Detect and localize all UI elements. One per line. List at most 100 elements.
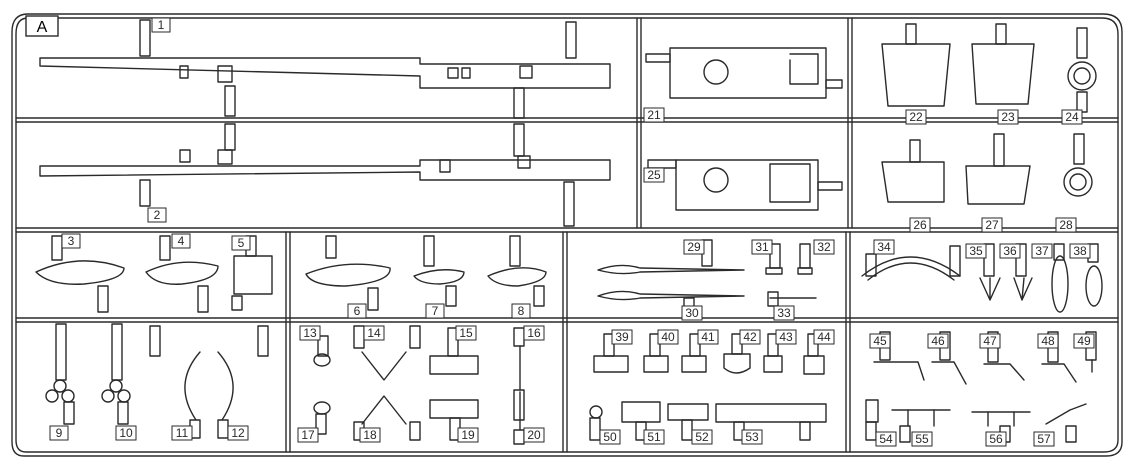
svg-text:33: 33 [777,306,791,320]
part-40-plate [643,333,669,373]
part-27-funnel [965,133,1031,205]
part-28-searchlight [1063,133,1093,197]
part-label: 20 [523,427,545,443]
part-label: 9 [49,425,69,441]
svg-text:2: 2 [154,208,161,222]
svg-text:21: 21 [647,108,661,122]
svg-text:3: 3 [68,234,75,248]
part-32-detail [797,243,813,275]
part-label: 6 [347,303,367,319]
part-label: 52 [691,429,713,445]
part-34-arch [861,245,961,281]
svg-text:16: 16 [527,326,541,340]
part-label: 31 [751,239,773,255]
part-label: 17 [297,427,319,443]
part-53-plate [715,403,827,441]
part-label: 50 [599,429,621,445]
svg-text:39: 39 [615,330,629,344]
part-label: 55 [911,431,933,447]
part-label: 33 [773,305,795,321]
part-label: 45 [869,333,891,349]
part-label: 46 [927,333,949,349]
part-label: 36 [999,243,1021,259]
part-37-wheel [1051,243,1069,313]
part-label: 8 [511,303,531,319]
part-1-hull-side [39,19,611,119]
svg-text:43: 43 [779,330,793,344]
part-label: 1 [151,17,171,33]
part-label: 42 [739,329,761,345]
part-11-arc [149,325,201,439]
svg-text:26: 26 [913,218,927,232]
svg-text:18: 18 [363,428,377,442]
svg-text:35: 35 [969,244,983,258]
part-label: 4 [171,233,191,249]
part-label: 26 [909,217,931,233]
svg-text:54: 54 [879,432,893,446]
part-label: 37 [1031,243,1053,259]
part-20-post [513,391,525,445]
svg-text:4: 4 [178,234,185,248]
part-labels: 1 2 3 4 5 6 7 8 9 10 11 12 13 14 15 16 1… [49,17,1095,447]
part-label: 40 [657,329,679,345]
svg-text:28: 28 [1059,218,1073,232]
part-label: 57 [1033,431,1055,447]
svg-text:46: 46 [931,334,945,348]
part-29-mast [597,239,745,275]
svg-text:51: 51 [647,430,661,444]
svg-text:12: 12 [231,426,245,440]
svg-text:23: 23 [1001,110,1015,124]
part-label: 18 [359,427,381,443]
svg-text:9: 9 [56,426,63,440]
part-label: 15 [455,325,477,341]
svg-text:56: 56 [989,432,1003,446]
part-44-plate [803,333,825,375]
svg-text:17: 17 [301,428,315,442]
part-label: 19 [457,427,479,443]
svg-text:8: 8 [518,304,525,318]
part-30-mast [597,290,745,317]
part-57-rail [1045,403,1087,443]
part-54-post [865,399,879,441]
svg-text:52: 52 [695,430,709,444]
part-25-deck-plate [647,159,843,211]
part-55-rail [891,409,951,443]
part-label: 7 [425,303,445,319]
part-12-arc [217,325,269,439]
svg-text:47: 47 [983,334,997,348]
svg-text:37: 37 [1035,244,1049,258]
part-6-motorboat [305,235,391,311]
svg-text:57: 57 [1037,432,1051,446]
svg-text:29: 29 [687,240,701,254]
part-26-funnel [881,139,945,203]
part-label: 30 [681,305,703,321]
part-label: 38 [1069,243,1091,259]
sheet-label: A [25,15,59,37]
svg-text:45: 45 [873,334,887,348]
part-24-searchlight [1067,27,1097,113]
sprue-frame [11,13,1123,457]
svg-text:14: 14 [367,326,381,340]
svg-text:55: 55 [915,432,929,446]
svg-text:25: 25 [647,168,661,182]
svg-text:42: 42 [743,330,757,344]
part-label: 14 [363,325,385,341]
part-43-plate [763,333,783,373]
svg-text:50: 50 [603,430,617,444]
svg-text:1: 1 [158,18,165,32]
part-50-clamp [589,405,603,441]
svg-text:10: 10 [119,426,133,440]
part-39-plate [593,333,629,373]
part-label: 28 [1055,217,1077,233]
svg-text:13: 13 [303,326,317,340]
part-label: 49 [1073,333,1095,349]
svg-text:30: 30 [685,306,699,320]
svg-text:49: 49 [1077,334,1091,348]
svg-text:27: 27 [985,218,999,232]
part-label: 47 [979,333,1001,349]
part-41-plate [681,333,707,373]
svg-text:31: 31 [755,240,769,254]
part-label: 29 [683,239,705,255]
part-label: 39 [611,329,633,345]
